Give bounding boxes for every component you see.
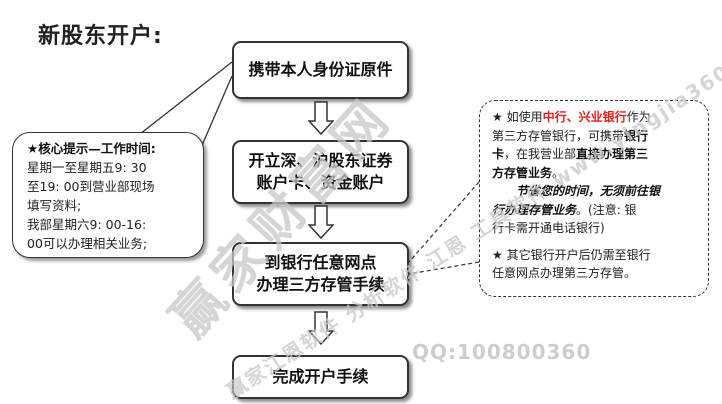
- note-text: 行卡需开通电话银行): [492, 221, 605, 235]
- step-1-line-1: 携带本人身份证原件: [248, 60, 393, 79]
- note-text: ★ 如使用: [492, 110, 543, 124]
- note-text: 任意网点办理第三方存管。: [492, 266, 637, 280]
- note-left-line: 至19: 00到营业部现场: [27, 179, 155, 194]
- note-right-para-3: ★ 其它银行开户后仍需至银行 任意网点办理第三方存管。: [492, 246, 700, 283]
- page-title: 新股东开户:: [38, 24, 163, 49]
- step-3-line-2: 办理三方存管手续: [256, 275, 385, 294]
- left-callout-line: [139, 61, 233, 151]
- note-bold-text: 方存管业务: [492, 165, 553, 180]
- note-text: 。: [552, 165, 565, 180]
- note-bold-text: 直接办理第三: [576, 147, 649, 161]
- step-open-accounts: 开立深、沪股东证券 账户卡、资金账户: [232, 140, 409, 204]
- step-bank-custody: 到银行任意网点 办理三方存管手续: [232, 242, 409, 306]
- note-right-para-2: 节省您的时间，无须前往银 行办理存管业务。(注意: 银 行卡需开通电话银行): [492, 182, 700, 238]
- note-text: ，在我营业部: [504, 147, 577, 161]
- down-arrow-icon: [308, 101, 334, 135]
- bank-custody-note: ★ 如使用中行、兴业银行作为 第三方存管银行，可携带银行 卡，在我营业部直接办理…: [479, 100, 709, 297]
- highlight-bank-names: 中行、兴业银行: [542, 110, 627, 124]
- note-emphasis-text: 行办理存管业务: [492, 202, 577, 217]
- note-left-line: 我部星期六9: 00-16:: [27, 217, 147, 232]
- note-text: 作为: [626, 110, 651, 124]
- note-left-line: 星期一至星期五9: 30: [27, 160, 147, 175]
- step-bring-id: 携带本人身份证原件: [232, 41, 409, 99]
- note-bold-text: 银行: [624, 128, 649, 143]
- note-emphasis-text: 节省您的时间，无须前往银: [516, 184, 661, 198]
- step-4-line-1: 完成开户手续: [272, 367, 369, 386]
- right-callout-line: [408, 181, 480, 275]
- note-text: 。(注意: 银: [576, 202, 637, 217]
- note-right-para-1: ★ 如使用中行、兴业银行作为 第三方存管银行，可携带银行 卡，在我营业部直接办理…: [492, 108, 700, 182]
- note-left-line: 填写资料;: [27, 198, 82, 213]
- note-left-heading: ★核心提示—工作时间:: [27, 141, 156, 156]
- working-hours-note: ★核心提示—工作时间: 星期一至星期五9: 30 至19: 00到营业部现场 填…: [12, 132, 204, 258]
- note-left-line: 00可以办理相关业务;: [27, 236, 148, 251]
- note-text: 第三方存管银行，可携带: [492, 128, 625, 143]
- note-bold-text: 卡: [492, 147, 505, 161]
- step-2-line-2: 账户卡、资金账户: [256, 173, 385, 192]
- step-complete: 完成开户手续: [232, 355, 409, 399]
- note-text: ★ 其它银行开户后仍需至银行: [492, 247, 651, 262]
- down-arrow-icon: [308, 205, 334, 239]
- down-arrow-icon: [308, 311, 334, 345]
- step-2-line-1: 开立深、沪股东证券: [248, 151, 393, 170]
- step-3-line-1: 到银行任意网点: [264, 253, 377, 272]
